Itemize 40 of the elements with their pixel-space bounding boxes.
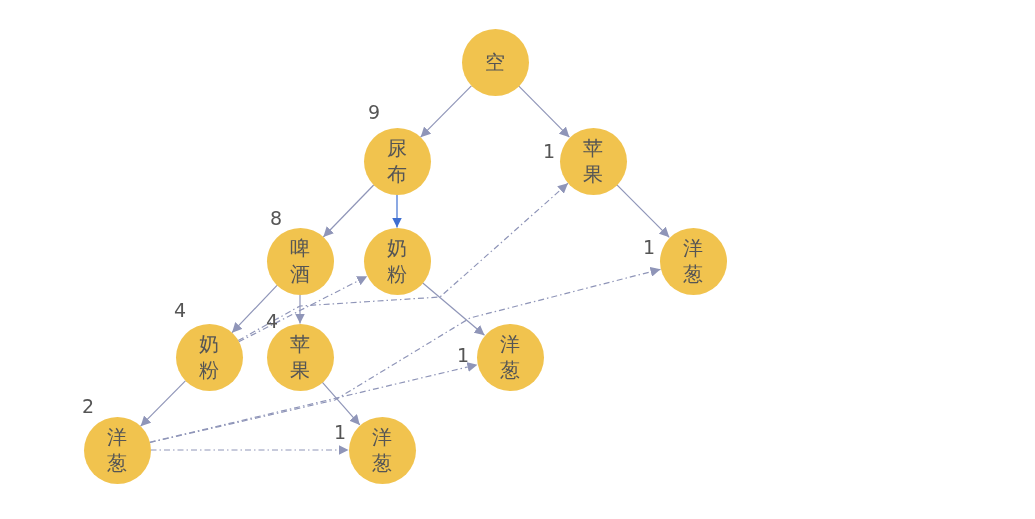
- arrow: [322, 184, 375, 238]
- node-label: 空: [484, 49, 506, 75]
- node-label: 啤酒: [289, 235, 311, 287]
- count-label: 1: [457, 344, 470, 366]
- count-label: 1: [643, 236, 656, 258]
- arrow: [295, 293, 305, 325]
- arrow: [616, 184, 670, 238]
- count-label: 1: [543, 140, 556, 162]
- arrow: [321, 381, 361, 426]
- node-label: 奶粉: [198, 331, 220, 383]
- node-label: 洋葱: [682, 235, 704, 287]
- count-label: 2: [82, 395, 95, 417]
- dashed-arrow: [237, 182, 569, 342]
- tree-node: [363, 127, 431, 195]
- node-label: 洋葱: [371, 424, 393, 476]
- dashed-arrow: [149, 445, 350, 455]
- dashed-arrow: [238, 275, 368, 343]
- arrow: [231, 284, 278, 334]
- node-label: 尿布: [386, 135, 408, 187]
- tree-node: [363, 227, 431, 295]
- arrow: [140, 380, 186, 427]
- dashed-arrow: [149, 266, 662, 444]
- tree-node: [559, 127, 627, 195]
- node-label: 洋葱: [499, 331, 521, 383]
- count-label: 1: [334, 421, 347, 443]
- arrow: [392, 193, 402, 229]
- arrow: [518, 85, 570, 138]
- count-label: 9: [368, 101, 381, 123]
- node-label: 苹果: [582, 135, 604, 187]
- count-label: 4: [174, 299, 187, 321]
- count-label: 8: [270, 207, 283, 229]
- tree-node: [266, 227, 334, 295]
- arrow: [421, 282, 486, 336]
- tree-node: [175, 323, 243, 391]
- node-label: 苹果: [289, 331, 311, 383]
- arrow: [420, 85, 472, 138]
- count-label: 4: [266, 310, 279, 332]
- node-label: 洋葱: [106, 424, 128, 476]
- node-label: 奶粉: [386, 235, 408, 287]
- dashed-arrow: [149, 362, 478, 443]
